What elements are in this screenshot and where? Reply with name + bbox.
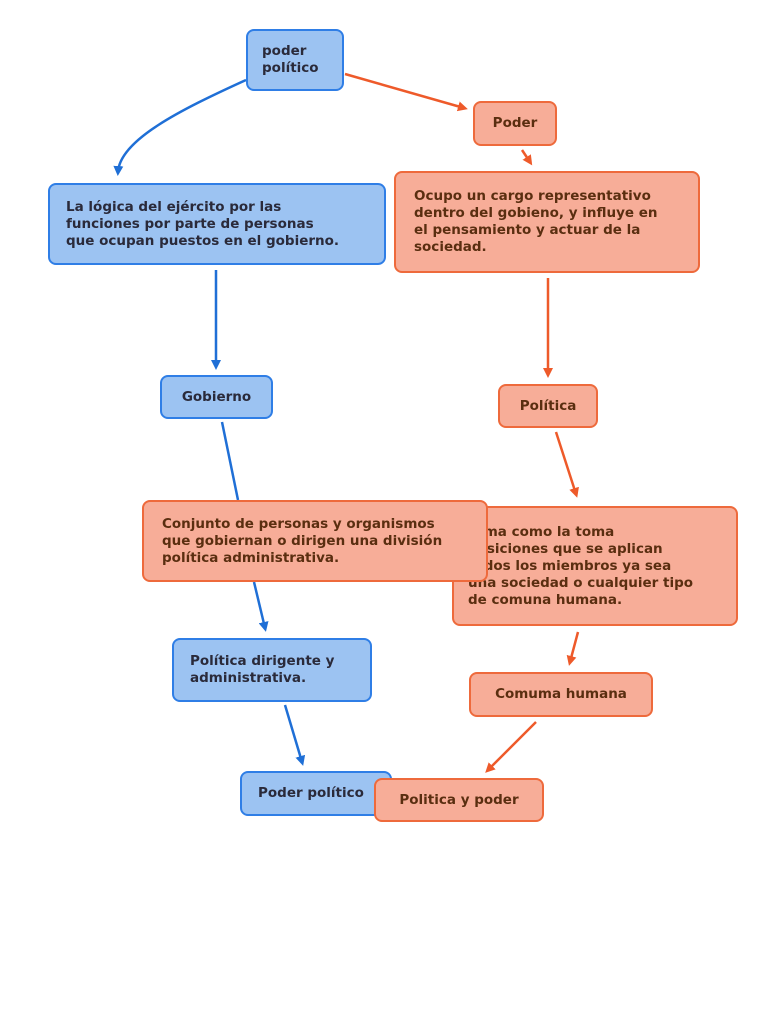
node-conjunto-personas[interactable]: Conjunto de personas y organismos que go…: [142, 500, 488, 582]
arrow-poder-politico-to-poder: [344, 72, 468, 112]
node-comuma-humana[interactable]: Comuma humana: [469, 672, 653, 717]
node-politica-y-poder-label: Politica y poder: [399, 791, 519, 808]
node-toma-decisiones-label: toma como la toma desiciones que se apli…: [468, 523, 694, 608]
node-politica-dirigente[interactable]: Política dirigente y administrativa.: [172, 638, 372, 702]
node-ocupo-cargo-label: Ocupo un cargo representativo dentro del…: [414, 188, 658, 255]
node-poder-politico-top[interactable]: poder político: [246, 29, 344, 91]
node-poder-politico-bottom[interactable]: Poder político: [240, 771, 392, 816]
arrow-poder-to-ocupo: [520, 149, 533, 166]
node-ocupo-cargo[interactable]: Ocupo un cargo representativo dentro del…: [394, 171, 700, 273]
arrow-gobierno-to-conjunto: [220, 421, 240, 501]
node-poder[interactable]: Poder: [473, 101, 557, 146]
node-gobierno[interactable]: Gobierno: [160, 375, 273, 419]
node-logica-ejercito[interactable]: La lógica del ejército por las funciones…: [48, 183, 386, 265]
node-poder-politico-bottom-label: Poder político: [258, 785, 364, 801]
node-politica-dirigente-label: Política dirigente y administrativa.: [190, 653, 335, 686]
node-poder-politico-top-label: poder político: [262, 43, 319, 76]
node-logica-ejercito-label: La lógica del ejército por las funciones…: [66, 198, 340, 249]
node-conjunto-personas-label: Conjunto de personas y organismos que go…: [162, 515, 443, 566]
node-comuma-humana-label: Comuma humana: [495, 686, 627, 702]
node-gobierno-label: Gobierno: [181, 388, 252, 405]
arrow-comuma-to-politica-y-poder: [485, 721, 537, 773]
node-poder-label: Poder: [492, 115, 538, 131]
arrow-conjunto-to-politica-dirigente: [252, 581, 269, 632]
arrow-poder-politico-to-logica: [113, 78, 247, 176]
arrow-toma-to-comuma: [566, 631, 580, 666]
node-politica-label: Política: [519, 397, 577, 414]
arrow-politica-dirigente-to-poder-politico: [283, 704, 306, 766]
node-toma-decisiones[interactable]: toma como la toma desiciones que se apli…: [452, 506, 738, 626]
arrow-politica-to-toma: [554, 431, 579, 498]
node-politica-y-poder[interactable]: Politica y poder: [374, 778, 544, 822]
node-politica[interactable]: Política: [498, 384, 598, 428]
